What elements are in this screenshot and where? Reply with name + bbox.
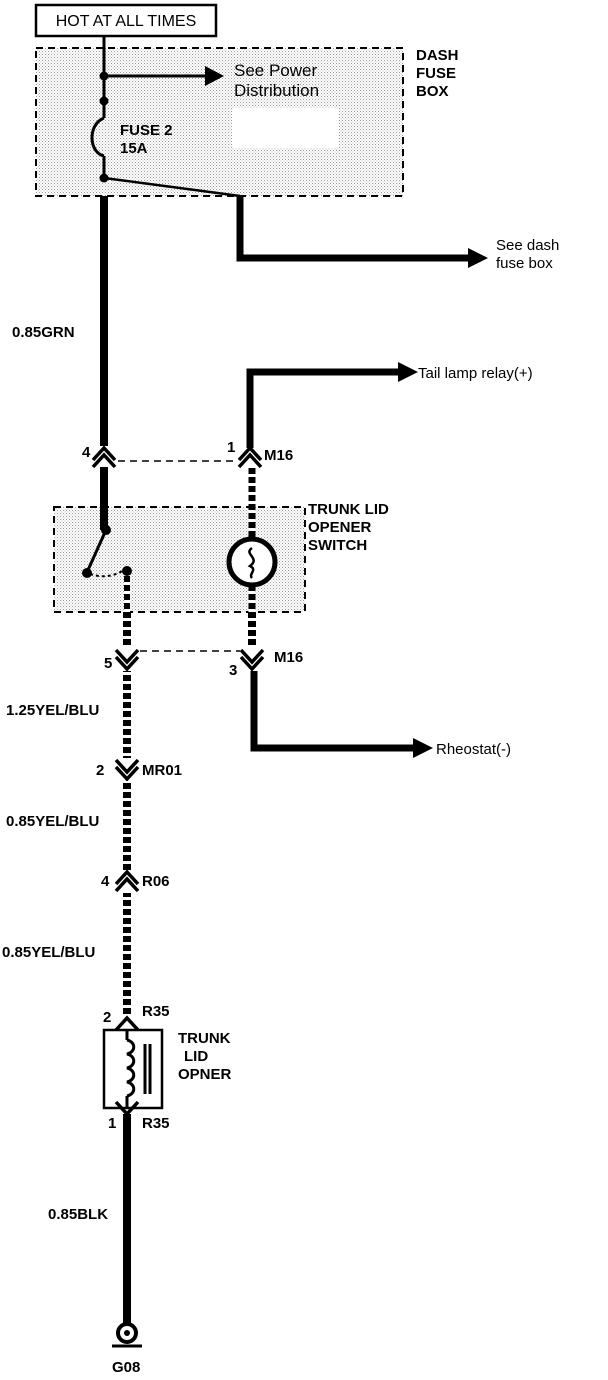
fuse-symbol [90, 116, 105, 158]
see-dash-line-2: fuse box [496, 255, 553, 272]
see-power-line-1: See Power [234, 61, 317, 80]
tail-lamp-arrow [398, 362, 418, 382]
wire-tail-lamp [246, 368, 400, 448]
m16-bottom-pin-left: 5 [104, 655, 112, 672]
dash-fuse-box: DASH FUSE BOX See Power Distribution FUS… [35, 47, 459, 197]
tail-lamp-label: Tail lamp relay(+) [418, 365, 533, 382]
trunk-opener-title-3: OPNER [178, 1066, 232, 1083]
trunk-lid-opener: TRUNK LID OPNER [102, 1028, 232, 1110]
fuse-label-1: FUSE 2 [120, 122, 173, 139]
m16-top-pin-right: 1 [227, 439, 235, 456]
trunk-switch-title-2: OPENER [308, 519, 372, 536]
connector-m16-bottom: 5 3 M16 [104, 648, 303, 679]
header-label: HOT AT ALL TIMES [56, 13, 197, 30]
connector-mr01: 2 MR01 [96, 758, 182, 782]
header-box: HOT AT ALL TIMES [34, 3, 218, 38]
rheostat-arrow [413, 738, 433, 758]
ground-symbol: G08 [112, 1322, 142, 1376]
ground-label: G08 [112, 1359, 140, 1376]
m16-top-pin-left: 4 [82, 444, 91, 461]
see-power-arrow [205, 66, 224, 86]
trunk-opener-title-2: LID [184, 1048, 208, 1065]
trunk-opener-title-1: TRUNK [178, 1030, 231, 1047]
see-power-line-2: Distribution [234, 81, 319, 100]
dash-fuse-branch-wire [236, 196, 470, 262]
trunk-lid-switch: TRUNK LID OPENER SWITCH [53, 467, 389, 613]
switch-lamp-symbol [226, 536, 278, 588]
m16-bottom-name: M16 [274, 649, 303, 666]
dash-fuse-box-title-2: FUSE [416, 65, 456, 82]
r06-pin: 4 [101, 873, 110, 890]
r06-name: R06 [142, 873, 170, 890]
wire-label-grn: 0.85GRN [12, 324, 75, 341]
wire-label-blk: 0.85BLK [48, 1206, 108, 1223]
fuse-box-junction-dots [99, 71, 109, 183]
m16-top-name: M16 [264, 447, 293, 464]
connector-r35-top: 2 R35 [103, 1003, 170, 1032]
trunk-switch-title-3: SWITCH [308, 537, 367, 554]
wire-label-yel-blu-2: 0.85YEL/BLU [6, 813, 99, 830]
fuse-label-2: 15A [120, 140, 148, 157]
mr01-pin: 2 [96, 762, 104, 779]
r35-top-name: R35 [142, 1003, 170, 1020]
wire-label-yel-blu-1: 1.25YEL/BLU [6, 702, 99, 719]
connector-r06: 4 R06 [101, 869, 170, 893]
wire-rheostat [250, 671, 415, 752]
rheostat-label: Rheostat(-) [436, 741, 511, 758]
connector-m16-top: 4 1 M16 [82, 439, 293, 469]
r35-bottom-name: R35 [142, 1115, 170, 1132]
r35-bottom-pin: 1 [108, 1115, 116, 1132]
trunk-switch-title-1: TRUNK LID [308, 501, 389, 518]
coil-symbol [126, 1038, 136, 1098]
r35-top-pin: 2 [103, 1009, 111, 1026]
see-dash-line-1: See dash [496, 237, 559, 254]
dash-fuse-box-title-1: DASH [416, 47, 459, 64]
mr01-name: MR01 [142, 762, 182, 779]
wire-label-yel-blu-3: 0.85YEL/BLU [2, 944, 95, 961]
m16-bottom-pin-right: 3 [229, 662, 237, 679]
dash-fuse-box-title-3: BOX [416, 83, 449, 100]
see-dash-arrow [468, 248, 488, 268]
